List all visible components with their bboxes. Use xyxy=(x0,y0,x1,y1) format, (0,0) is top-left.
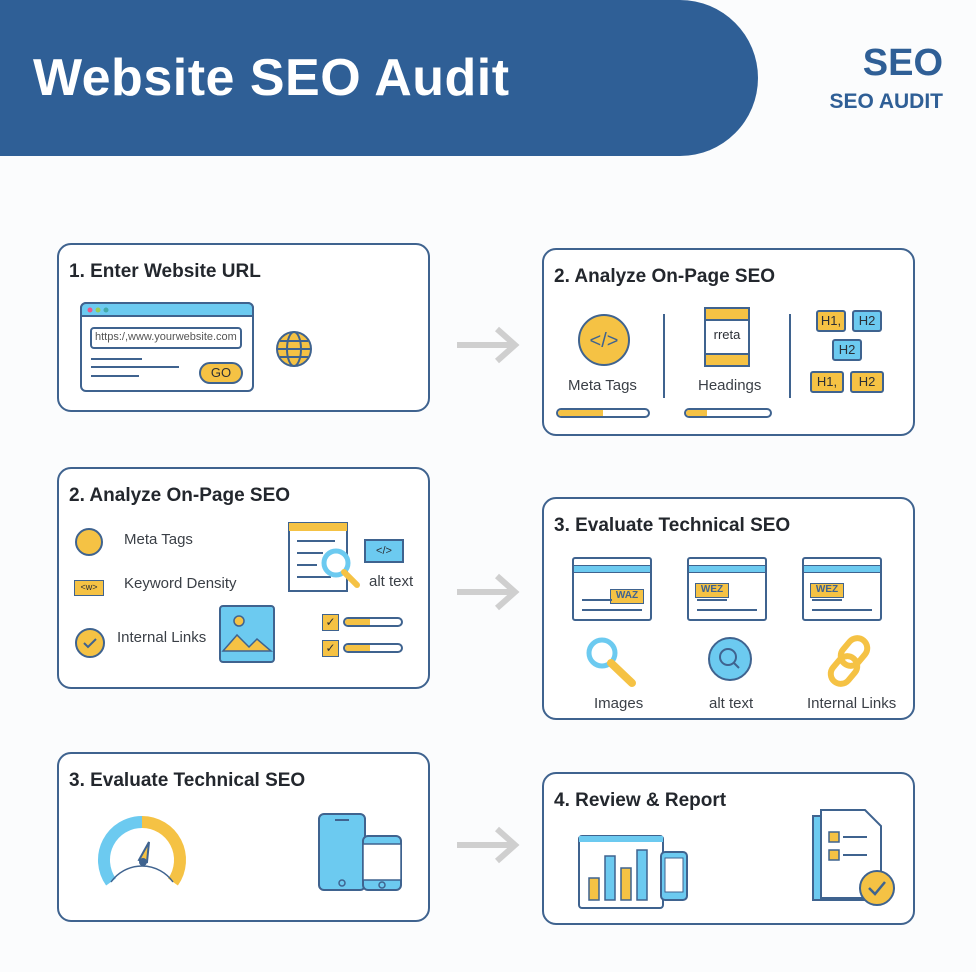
alt-text-label: alt text xyxy=(369,573,414,590)
step-enter-url-card: 1. Enter Website URL https:/,www.yourweb… xyxy=(57,243,430,412)
code-icon: </> xyxy=(364,539,404,563)
meta-tags-label: Meta Tags xyxy=(568,377,637,394)
doc-text: rreta xyxy=(713,327,741,342)
meta-tags-label: Meta Tags xyxy=(124,531,193,548)
internal-links-label: Internal Links xyxy=(117,629,207,646)
check-progress xyxy=(343,617,403,627)
brand-logo: SEO xyxy=(862,42,943,84)
document-search-icon xyxy=(288,522,360,592)
arrow-right-icon xyxy=(457,326,520,364)
report-checklist-icon xyxy=(812,809,895,906)
card-title: 2. Analyze On-Page SEO xyxy=(554,266,776,287)
card-title: 2. Analyze On-Page SEO xyxy=(69,485,291,506)
checkbox-icon: ✓ xyxy=(322,640,339,657)
page-title: Website SEO Audit xyxy=(33,49,510,107)
page-badge: WEZ xyxy=(695,583,729,598)
check-progress xyxy=(343,643,403,653)
circle-icon xyxy=(75,528,103,556)
chain-link-icon xyxy=(827,635,871,687)
browser-window-icon xyxy=(80,302,254,392)
arrow-right-icon xyxy=(457,573,520,611)
webpage-icon: WAZ xyxy=(572,557,652,621)
headings-progress xyxy=(684,408,772,418)
page-badge: WAZ xyxy=(610,589,644,604)
card-title: 4. Review & Report xyxy=(554,790,727,811)
header-banner: Website SEO Audit xyxy=(0,0,758,156)
globe-icon xyxy=(276,331,312,367)
card-title: 3. Evaluate Technical SEO xyxy=(554,515,791,536)
keyword-density-label: Keyword Density xyxy=(124,575,237,592)
h2-tag: H2 xyxy=(852,310,882,332)
step-analyze-onpage-card: 2. Analyze On-Page SEO </> Meta Tags rre… xyxy=(542,248,915,436)
internal-links-label: Internal Links xyxy=(807,695,897,712)
card-title: 3. Evaluate Technical SEO xyxy=(69,770,306,791)
webpage-icon: WEZ xyxy=(687,557,767,621)
h1-tag: H1, xyxy=(810,371,844,393)
h2-tag: H2 xyxy=(850,371,884,393)
brand-subtitle: SEO AUDIT xyxy=(829,90,943,113)
image-icon xyxy=(219,605,275,663)
webpage-icon: WEZ xyxy=(802,557,882,621)
arrow-right-icon xyxy=(457,826,520,864)
speedometer-icon xyxy=(98,816,186,886)
headings-label: Headings xyxy=(698,377,762,394)
go-button[interactable]: GO xyxy=(199,362,243,384)
search-circle-icon xyxy=(708,637,752,681)
document-icon: rreta xyxy=(704,307,750,367)
checkbox-icon: ✓ xyxy=(322,614,339,631)
alt-text-label: alt text xyxy=(709,695,754,712)
code-tag-icon: </> xyxy=(578,314,630,366)
check-circle-icon xyxy=(75,628,105,658)
card-title: 1. Enter Website URL xyxy=(69,261,261,282)
svg-text:</>: </> xyxy=(590,330,619,352)
keyword-icon: <w> xyxy=(74,580,104,596)
mobile-devices-icon xyxy=(318,813,402,891)
step-technical-seo-card: 3. Evaluate Technical SEO WAZ WEZ WEZ Im… xyxy=(542,497,915,720)
bar-chart-monitor-icon xyxy=(578,835,688,909)
step-review-report-card: 4. Review & Report xyxy=(542,772,915,925)
page-badge: WEZ xyxy=(810,583,844,598)
magnifier-icon xyxy=(586,637,636,687)
step-technical-seo-speed-card: 3. Evaluate Technical SEO xyxy=(57,752,430,922)
h1-tag: H1, xyxy=(816,310,846,332)
meta-tags-progress xyxy=(556,408,650,418)
url-input[interactable]: https:/,www.yourwebsite.com xyxy=(95,331,237,343)
step-analyze-onpage-detail-card: 2. Analyze On-Page SEO Meta Tags <w> Key… xyxy=(57,467,430,689)
h2-tag: H2 xyxy=(832,339,862,361)
images-label: Images xyxy=(594,695,644,712)
